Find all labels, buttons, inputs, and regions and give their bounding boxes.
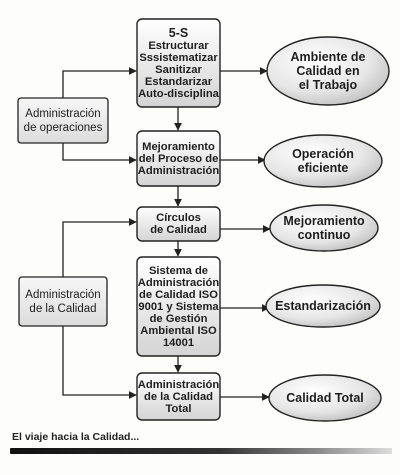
caption: El viaje hacia la Calidad... (12, 431, 140, 443)
outcome-text-4: Estandarización (275, 299, 371, 313)
step-5s-line: Auto-disciplina (138, 88, 219, 100)
group-text-quality: Administración de la Calidad (25, 288, 101, 315)
caption-rule (10, 448, 392, 454)
connector-operations-to-process (62, 143, 137, 164)
connector-operations-to-5s (62, 67, 137, 98)
outcome-text-1: Ambiente de Calidad en el Trabajo (290, 50, 366, 92)
step-text-quality-circles: Círculos de Calidad (150, 212, 207, 236)
outcome-oval-1 (266, 36, 390, 106)
connector-quality-to-tqm (62, 326, 137, 399)
outcome-text-5: Calidad Total (286, 391, 364, 405)
outcome-oval-3 (269, 204, 379, 252)
group-text-operations: Administración de operaciones (23, 107, 103, 134)
step-text-iso-systems: Sistema de Administración de Calidad ISO… (137, 264, 220, 349)
outcome-oval-5 (268, 374, 382, 422)
step-5s-title: 5-S (168, 26, 189, 40)
step-text-process-improvement: Mejoramiento del Proceso de Administraci… (137, 140, 220, 177)
step-5s-line: Sanitizar (155, 64, 202, 76)
connector-quality-to-circles (62, 218, 137, 277)
step-5s-line: Sssistematizar (139, 52, 218, 64)
step-text-tqm: Administración de la Calidad Total (137, 378, 220, 415)
step-5s-line: Estructurar (148, 40, 209, 52)
step-5s-line: Estandarizar (144, 76, 213, 88)
outcome-text-3: Mejoramiento continuo (283, 214, 365, 242)
outcome-oval-2 (263, 134, 383, 188)
outcome-oval-4 (265, 284, 381, 328)
outcome-text-2: Operación eficiente (292, 147, 354, 175)
step-text-5s: 5-S Estructurar Sssistematizar Sanitizar… (137, 21, 220, 105)
